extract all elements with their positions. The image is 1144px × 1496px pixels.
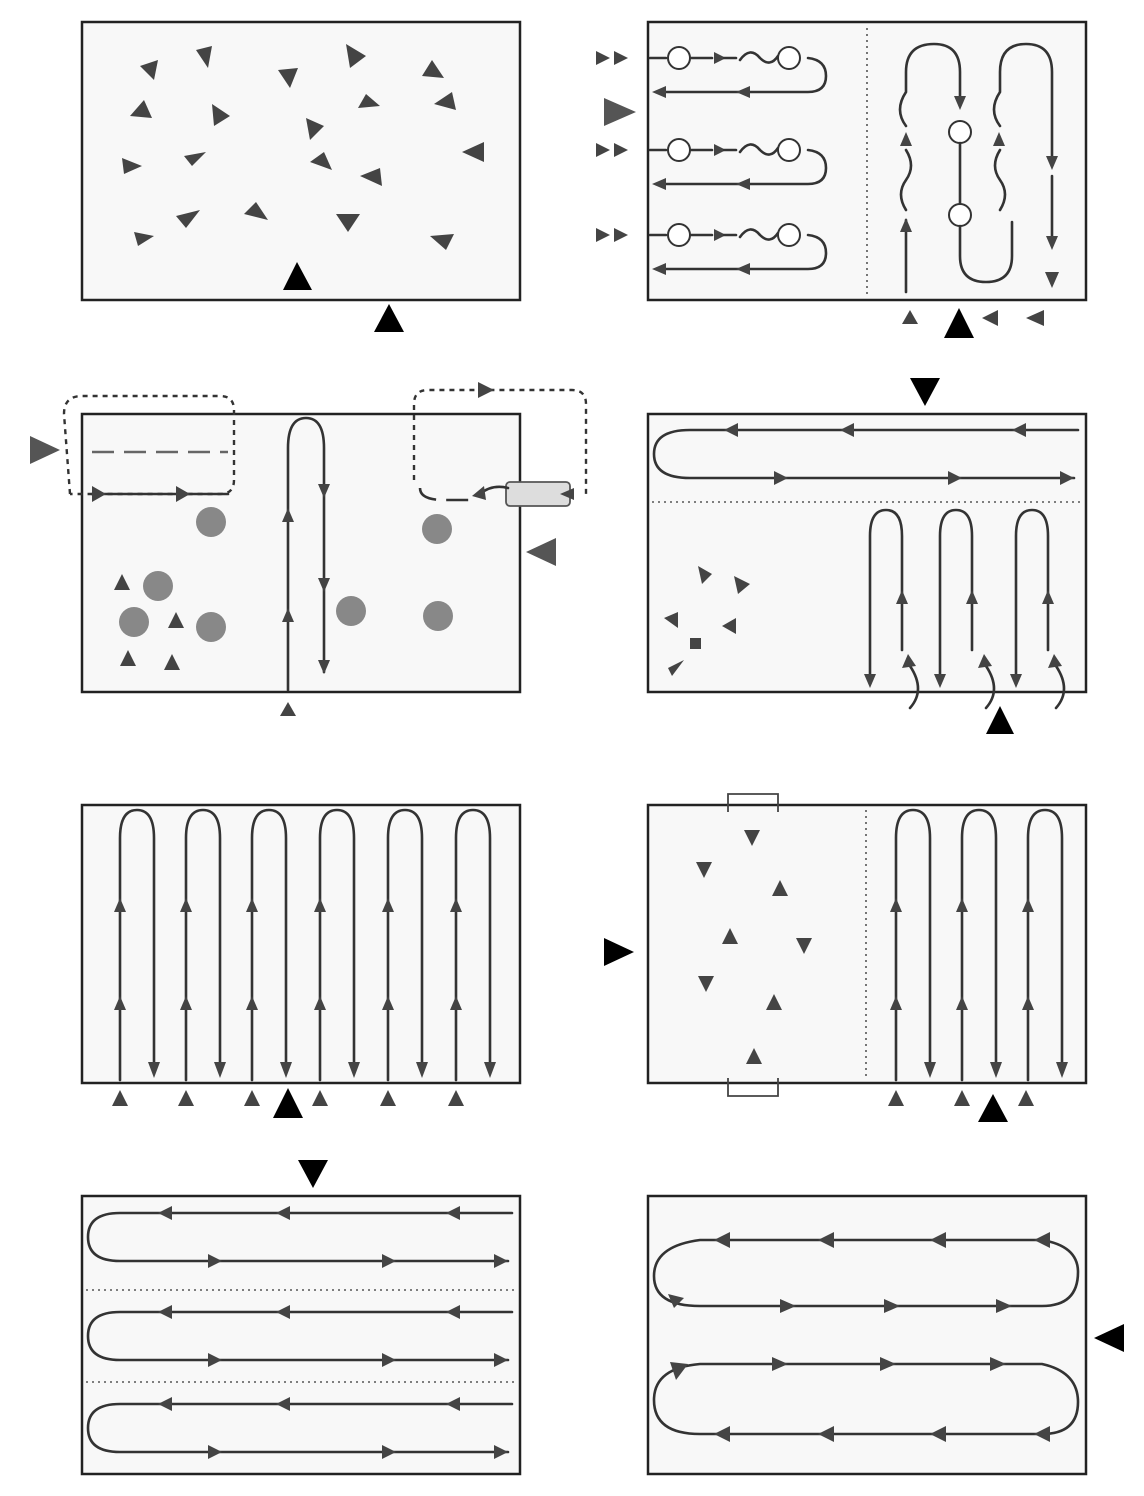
serpentine-loop <box>652 1232 1080 1442</box>
entry-marker-icon <box>273 1088 303 1118</box>
obstacles <box>114 507 453 670</box>
panel-2 <box>596 20 1088 338</box>
panel-6 <box>604 793 1088 1122</box>
entry-marker-icon <box>526 538 556 566</box>
entry-marker-icon <box>1094 1324 1124 1352</box>
scattered-triangles <box>122 44 484 250</box>
entry-marker-icon <box>978 1094 1008 1122</box>
panel-4 <box>646 378 1088 734</box>
entry-marker-icon <box>910 378 940 406</box>
scattered-markers <box>664 566 750 676</box>
vertical-loops <box>114 808 496 1082</box>
entry-marker-icon <box>283 262 312 290</box>
entry-marker-icon <box>944 308 974 338</box>
entry-marker-icon <box>30 436 60 464</box>
panel-3 <box>30 382 588 716</box>
horizontal-lanes <box>86 1206 514 1459</box>
vertical-loops <box>898 42 1059 294</box>
entry-marker-icon <box>298 1160 328 1188</box>
entry-marker-icon <box>986 706 1014 734</box>
panel-5 <box>80 803 522 1118</box>
panel-1 <box>80 20 522 332</box>
entry-marker-icon <box>604 98 636 126</box>
entry-marker-icon <box>374 304 404 332</box>
ring-rows <box>596 46 828 275</box>
panel-8 <box>646 1194 1124 1476</box>
vertical-loops <box>890 808 1068 1082</box>
panel-7 <box>80 1160 522 1476</box>
scattered-markers <box>696 830 812 1064</box>
vertical-loops <box>864 508 1066 710</box>
entry-marker-icon <box>604 938 634 966</box>
